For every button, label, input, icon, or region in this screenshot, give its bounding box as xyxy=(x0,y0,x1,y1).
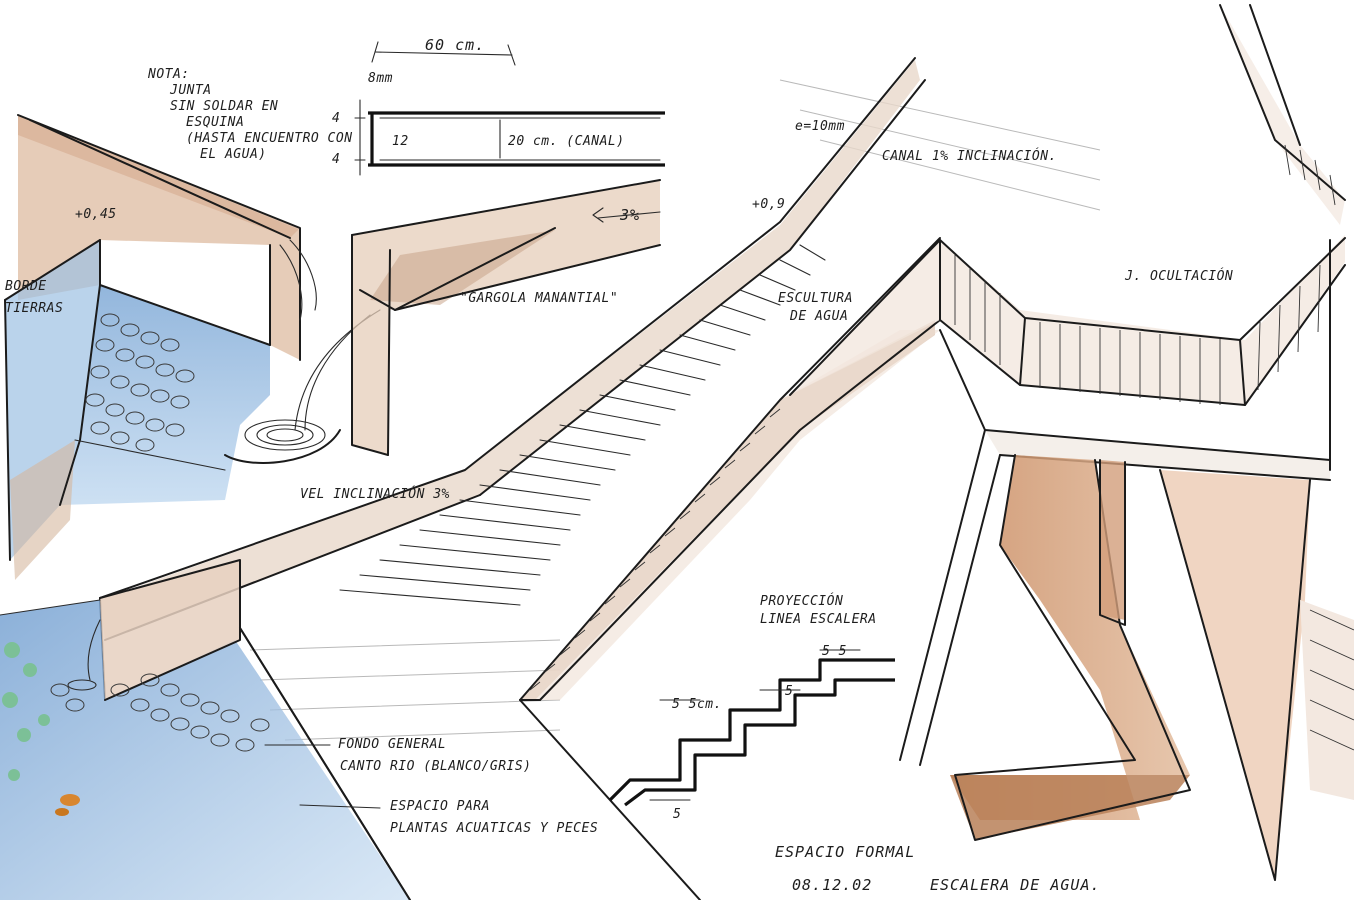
dim-step-5-50: 5 5cm. xyxy=(672,697,722,712)
note-title: NOTA: xyxy=(147,67,190,82)
de-agua-label: DE AGUA xyxy=(789,309,848,324)
proyeccion-label: PROYECCIÓN xyxy=(760,593,843,609)
borde-label: BORDE xyxy=(5,279,47,294)
gargola-label: "GARGOLA MANANTIAL" xyxy=(460,291,618,306)
canto-rio: CANTO RIO (BLANCO/GRIS) xyxy=(340,759,532,774)
espacio-formal: ESPACIO FORMAL xyxy=(775,843,915,861)
pebbles-upper xyxy=(85,313,195,452)
background-ruling xyxy=(249,79,1101,741)
note-line-4: (HASTA ENCUENTRO CON xyxy=(186,131,353,146)
step-section-detail xyxy=(608,649,895,807)
escalera-de-agua: ESCALERA DE AGUA. xyxy=(930,876,1101,894)
note-line-2: SIN SOLDAR EN xyxy=(170,99,278,114)
dim-8mm: 8mm xyxy=(368,71,393,86)
dim-12: 12 xyxy=(392,134,409,149)
fondo-general: FONDO GENERAL xyxy=(338,737,446,752)
tierras-label: TIERRAS xyxy=(5,301,63,316)
frame-and-columns xyxy=(899,239,1354,881)
stair-treads xyxy=(339,244,826,606)
level-09: +0,9 xyxy=(752,197,785,212)
note-line-1: JUNTA xyxy=(169,83,212,98)
dim-60cm: 60 cm. xyxy=(425,36,485,54)
fountain-detail xyxy=(4,114,381,580)
lily-pads xyxy=(2,642,50,781)
thickness-e10mm: e=10mm xyxy=(795,119,845,134)
linea-escalera-label: LINEA ESCALERA xyxy=(760,612,877,627)
wall-top-hatch xyxy=(529,408,781,691)
j-ocultacion: J. OCULTACIÓN xyxy=(1124,268,1233,284)
water-basin xyxy=(0,559,411,900)
level-045: +0,45 xyxy=(75,207,117,222)
sketch-date: 08.12.02 xyxy=(792,876,872,894)
dim-step-5-5: 5 5 xyxy=(822,644,847,659)
escultura-label: ESCULTURA xyxy=(778,291,853,306)
canal-20cm: 20 cm. (CANAL) xyxy=(508,134,625,149)
note-line-5: EL AGUA) xyxy=(200,147,267,162)
gargoyle-spout-block xyxy=(351,179,661,456)
annotations: NOTA: JUNTA SIN SOLDAR EN ESQUINA (HASTA… xyxy=(5,36,1233,894)
dim-step-5: 5 xyxy=(785,684,793,699)
espacio-para: ESPACIO PARA xyxy=(390,799,490,814)
canal-inclination: CANAL 1% INCLINACIÓN. xyxy=(882,148,1057,164)
channel-section-detail xyxy=(354,41,665,176)
slope-3pct: 3% xyxy=(619,206,640,224)
cantilever-beam xyxy=(789,4,1346,406)
dim-4-bottom: 4 xyxy=(332,152,340,167)
note-line-3: ESQUINA xyxy=(186,115,244,130)
dim-4-top: 4 xyxy=(332,111,340,126)
plantas-acuaticas: PLANTAS ACUATICAS Y PECES xyxy=(390,821,598,836)
pebbles-lower xyxy=(50,673,270,752)
inclination-3pct: VEL INCLINACIÓN 3% xyxy=(300,486,450,502)
dim-step-5-bottom: 5 xyxy=(673,807,681,822)
